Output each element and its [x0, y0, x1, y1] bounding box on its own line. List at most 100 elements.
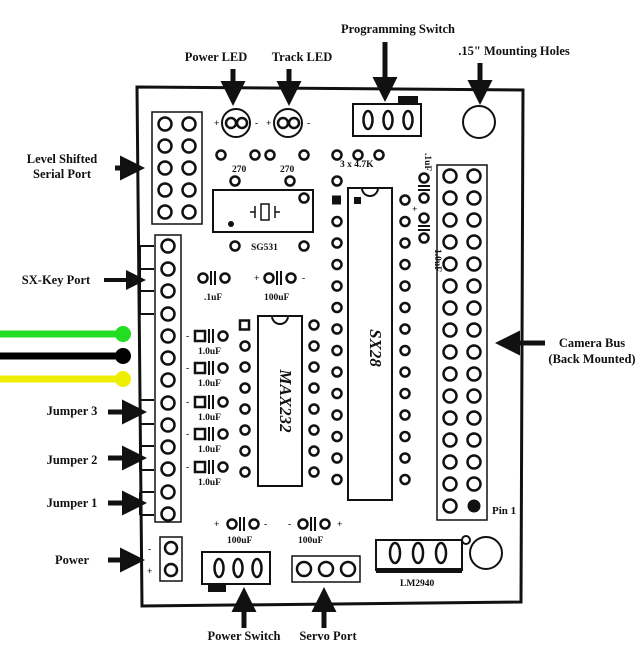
cap-01uf-left-label: .1uF: [204, 293, 222, 303]
camera-bus-pin: [466, 190, 482, 206]
camera-bus-pin: [442, 278, 458, 294]
left-header-pin: [160, 328, 176, 344]
camera-bus-label: Camera Bus: [559, 336, 625, 350]
sx28-pin: [399, 387, 411, 400]
power-label: Power: [55, 553, 89, 567]
max232-pin: [239, 403, 251, 415]
jumper1-label: Jumper 1: [47, 496, 98, 510]
wire-black-end: [115, 348, 131, 364]
max232-label: MAX232: [276, 368, 295, 433]
svg-text:-: -: [264, 520, 267, 530]
sx28-pin: [331, 344, 343, 357]
camera-bus-pin: [466, 432, 482, 448]
max232-pin: [308, 424, 320, 436]
sx28-pin: [331, 473, 343, 486]
resistor-4k7-group: [331, 149, 385, 187]
camera-bus-pin1: [467, 499, 481, 513]
cap-1uf-label: 1.0uF: [198, 379, 221, 389]
res-4k7-label: 3 x 4.7K: [340, 160, 374, 170]
power-led: + -: [214, 108, 258, 138]
camera-bus-pin: [466, 476, 482, 492]
cap-01uf-left: [197, 271, 231, 285]
camera-bus-pin: [442, 256, 458, 272]
resistor-270-group: [215, 149, 310, 187]
camera-bus-pin: [442, 432, 458, 448]
camera-bus-pin: [442, 300, 458, 316]
sx28-pin: [331, 258, 343, 271]
svg-text:+: +: [147, 567, 152, 577]
camera-bus-pin: [442, 344, 458, 360]
cap-1uf-label: 1.0uF: [198, 413, 221, 423]
camera-bus-pin: [442, 168, 458, 184]
left-header-pin: [160, 372, 176, 388]
max232-pin: [308, 340, 320, 352]
cap-1uf-column: -1.0uF-1.0uF-1.0uF-1.0uF-1.0uF: [186, 329, 229, 488]
camera-bus-outline: [436, 164, 488, 521]
camera-bus-pin: [442, 454, 458, 470]
sx-key-port-label: SX-Key Port: [22, 273, 91, 287]
camera-bus-pin: [466, 300, 482, 316]
max232-pin: [308, 382, 320, 394]
camera-bus-pin: [442, 234, 458, 250]
sx28-pin: [399, 301, 411, 314]
camera-bus-pin: [442, 212, 458, 228]
sx28-pin: [399, 452, 411, 464]
cap-1uf-label: 1.0uF: [198, 445, 221, 455]
camera-bus-pin: [466, 322, 482, 338]
power-switch-tab: [208, 584, 226, 592]
r270-a-label: 270: [232, 165, 247, 175]
camera-bus-header: [442, 168, 482, 514]
svg-text:-: -: [288, 520, 291, 530]
cap-1uf-label: 1.0uF: [198, 347, 221, 357]
sx28-pin: [399, 280, 411, 292]
wire-yellow-end: [115, 371, 131, 387]
lm2940-label: LM2940: [400, 579, 435, 589]
sx28-pins: [331, 194, 411, 486]
cap-square-pad: [193, 361, 207, 375]
max232-chip: [257, 315, 303, 487]
max232-pin: [308, 466, 320, 478]
max232-pin: [239, 445, 251, 457]
cap-100uf-a-label: 100uF: [264, 293, 290, 303]
serial-pin: [181, 116, 197, 132]
power-switch-label: Power Switch: [207, 629, 280, 643]
serial-port-header: [157, 116, 197, 220]
svg-text:-: -: [302, 274, 305, 284]
camera-bus-pin: [466, 344, 482, 360]
camera-bus-pin: [466, 256, 482, 272]
sg531-oscillator: [212, 189, 314, 233]
sx28-pin: [399, 194, 411, 206]
serial-pin: [157, 160, 173, 176]
wire-green-end: [115, 326, 131, 342]
signal-wires: [0, 326, 131, 387]
track-led-label: Track LED: [272, 50, 333, 64]
sx28-pin: [399, 215, 411, 228]
back-mounted-label: (Back Mounted): [548, 352, 635, 366]
camera-bus-pin: [466, 366, 482, 382]
serial-pin: [157, 182, 173, 198]
cap-round-pad: [217, 461, 229, 473]
cap-square-pad: [193, 427, 207, 441]
max232-pins: [238, 319, 320, 478]
power-header: - +: [147, 536, 183, 582]
pin1-label: Pin 1: [492, 505, 516, 517]
cap-square-pad: [193, 460, 207, 474]
cap-round-pad: [217, 396, 229, 408]
camera-bus-pin: [442, 190, 458, 206]
sx28-pin: [399, 430, 411, 443]
jumper3-label: Jumper 3: [47, 404, 98, 418]
svg-text:+: +: [412, 205, 417, 215]
sx28-pin: [399, 323, 411, 335]
programming-switch-pins: [362, 109, 414, 131]
sg531-label: SG531: [251, 243, 278, 253]
svg-text:+: +: [254, 274, 259, 284]
sx28-pin: [399, 366, 411, 378]
mounting-hole-bottom: [469, 536, 503, 570]
cap-square-pad: [193, 395, 207, 409]
sxkey-jumpers-header-outline: [154, 234, 182, 523]
max232-pin: [239, 340, 251, 352]
cap-100uf-a: + -: [254, 271, 305, 285]
serial-pin: [157, 138, 173, 154]
cap-1uf-label: 1.0uF: [198, 478, 221, 488]
